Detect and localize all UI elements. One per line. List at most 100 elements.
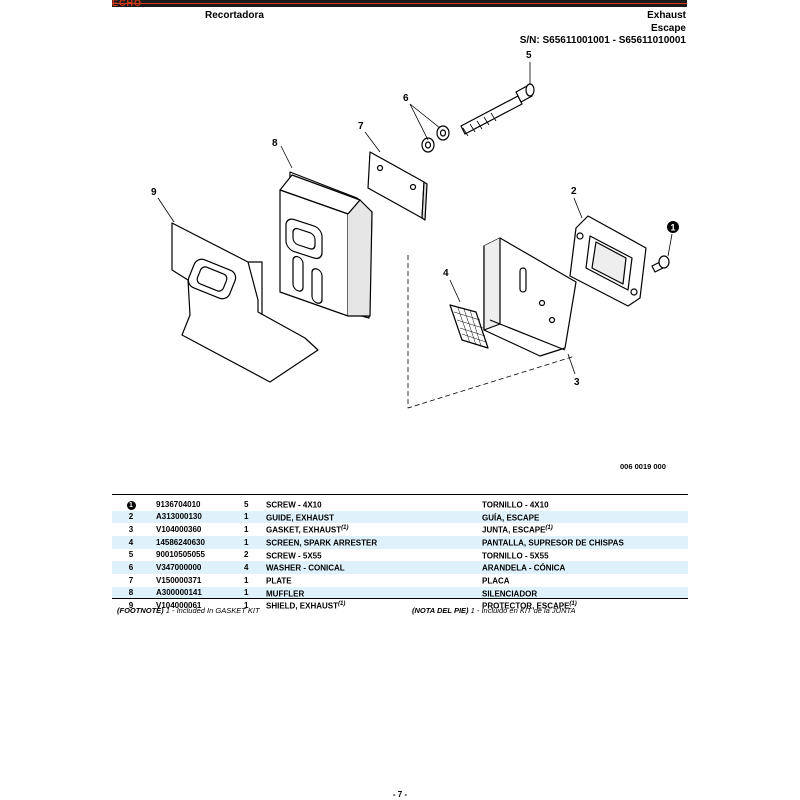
screw-5x55-drawing [460,83,535,137]
description-es: ARANDELA - CÓNICA [482,563,566,573]
part-number-cell: 90010505055 [156,550,205,560]
quantity-cell: 1 [244,535,266,549]
description-en-cell: WASHER - CONICAL [266,561,482,574]
muffler-drawing [279,171,373,319]
part-number-cell: V347000000 [150,561,244,574]
circled-ref: 1 [126,500,136,510]
description-en-cell: GASKET, EXHAUST(1) [266,523,482,536]
callout-8: 8 [272,138,278,149]
description-en: GASKET, EXHAUST [266,525,342,535]
description-en-cell: SCREEN, SPARK ARRESTER [266,535,482,549]
callout-4: 4 [443,268,449,279]
quantity-cell: 1 [244,601,249,611]
quantity-cell: 1 [244,525,249,535]
description-en: SCREW - 4X10 [266,500,322,510]
quantity-cell: 4 [244,561,266,574]
table-row: 5 90010505055 2 SCREW - 5X55 TORNILLO - 5X55 [112,549,688,562]
section-title-en: Exhaust [647,10,686,21]
part-number-cell: 9136704010 [156,499,201,509]
description-en: PLATE [266,576,292,586]
description-es-cell: TORNILLO - 5X55 [482,549,688,562]
footnote-es-text: - Incluido en KIT de la JUNTA [474,606,576,615]
footnote-en-num: 1 [165,606,170,615]
ref-number: 5 [128,550,134,560]
ref-number: 3 [128,525,134,535]
footnote-marker-en: (1) [338,601,346,608]
description-en: SCREW - 5X55 [266,551,322,561]
part-number-cell: V104000061 [156,601,202,611]
callout-7: 7 [358,121,364,132]
ref-cell: 2 [112,510,150,524]
footnote-es-num: 1 [470,606,475,615]
description-en-cell: MUFFLER [266,586,482,600]
ref-cell: 7 [112,574,150,587]
brand-logo: ECHO [112,0,143,8]
description-es: TORNILLO - 4X10 [482,500,549,510]
description-en-cell: SCREW - 4X10 [266,498,482,511]
header-bar [112,0,687,7]
table-top-rule [112,494,688,495]
ref-cell: 1 [112,498,150,511]
model-title: Recortadora [205,10,264,21]
callout-1-label: 1 [670,223,675,233]
description-en-cell: PLATE [266,574,482,587]
description-es: SILENCIADOR [482,589,538,599]
ref-number: 2 [128,512,134,522]
footnote-es: (NOTA DEL PIE) 1 - Incluido en KIT de la… [412,606,576,615]
description-es-cell: ARANDELA - CÓNICA [482,561,688,574]
description-es-cell: SILENCIADOR [482,586,688,600]
figure-number: 006 0019 000 [620,462,666,471]
description-en: SHIELD, EXHAUST [266,601,339,611]
guide-exhaust-drawing [569,215,647,307]
section-title-es: Escape [650,22,686,34]
ref-cell: 3 [112,523,150,536]
description-en: GUIDE, EXHAUST [266,513,335,523]
footnote-en: (FOOTNOTE) 1 - Included In GASKET KIT [117,606,260,615]
exploded-parts-diagram: 5 6 7 8 9 2 4 3 1 [151,50,679,409]
ref-number: 9 [128,601,134,611]
parts-table: 1 9136704010 5 SCREW - 4X10 TORNILLO - 4X10 2… [112,498,688,612]
section-header: Exhaust Escape S/N: S65611001001 - S6561… [520,10,686,48]
description-es: TORNILLO - 5X55 [482,551,549,561]
part-number-cell: V104000360 [156,525,202,535]
description-en-cell: GUIDE, EXHAUST [266,510,482,524]
description-es-cell: TORNILLO - 4X10 [482,498,688,511]
gasket-exhaust-drawing [483,237,577,357]
callout-3: 3 [574,377,580,388]
description-es-cell: PROTECTOR, ESCAPE(1) [482,599,688,612]
description-es-cell: GUÍA, ESCAPE [482,510,688,524]
page-number: - 7 - [392,790,408,799]
serial-range: S/N: S65611001001 - S65611010001 [519,35,686,46]
part-number-cell: 14586240630 [150,535,244,549]
footnote-marker-es: (1) [569,601,577,608]
quantity-cell: 1 [244,575,249,585]
description-es-cell: JUNTA, ESCAPE(1) [482,523,688,536]
description-es: JUNTA, ESCAPE [482,525,546,535]
description-es: PROTECTOR, ESCAPE [482,601,570,611]
callout-1: 1 [667,221,679,233]
description-en-cell: SHIELD, EXHAUST(1) [266,599,482,612]
quantity-cell: 2 [244,550,249,560]
callout-6: 6 [403,93,409,104]
footnote-marker-es: (1) [545,525,553,532]
footnote-es-label: (NOTA DEL PIE) [412,606,469,615]
callout-2: 2 [571,186,577,197]
quantity-cell: 1 [244,510,266,524]
description-en: MUFFLER [266,589,305,599]
exhaust-shield-drawing [171,222,319,383]
conical-washers-drawing [421,125,450,153]
description-en: SCREEN, SPARK ARRESTER [266,538,378,548]
ref-number: 6 [128,563,134,573]
ref-cell: 5 [112,549,150,562]
description-en-cell: SCREW - 5X55 [266,549,482,562]
description-en: WASHER - CONICAL [266,563,345,573]
description-es: PANTALLA, SUPRESOR DE CHISPAS [482,538,624,548]
description-es-cell: PANTALLA, SUPRESOR DE CHISPAS [482,535,688,549]
